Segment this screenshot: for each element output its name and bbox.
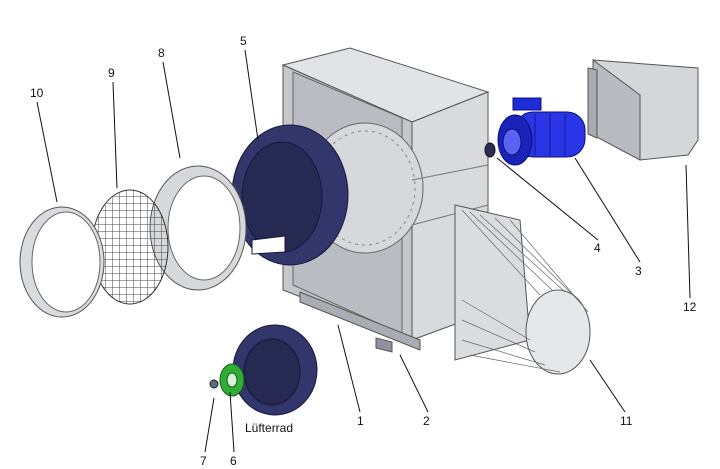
callout-8: 8 — [158, 46, 165, 60]
outlet-duct-part-12 — [587, 59, 699, 161]
base-rail-part-2 — [375, 337, 393, 353]
leader-lines — [36, 49, 691, 453]
impeller-label: Lüfterrad — [245, 421, 293, 435]
callout-5: 5 — [240, 34, 247, 48]
callout-11: 11 — [620, 414, 633, 428]
impeller-part-5 — [231, 124, 349, 266]
nut-part-7 — [209, 379, 219, 389]
coupling-part-4 — [484, 142, 496, 158]
callout-12: 12 — [683, 300, 697, 314]
callout-3: 3 — [635, 264, 642, 278]
callout-1: 1 — [357, 414, 364, 428]
inlet-cone-part-11 — [454, 204, 591, 375]
callout-4: 4 — [594, 241, 601, 255]
flange-ring-part-10 — [19, 206, 105, 318]
callout-9: 9 — [108, 66, 115, 80]
callout-6: 6 — [230, 454, 237, 468]
callout-2: 2 — [423, 414, 430, 428]
grille-part-9 — [91, 189, 169, 305]
callout-10: 10 — [30, 86, 44, 100]
motor-part-3 — [497, 97, 586, 166]
hub-part-6 — [219, 363, 245, 397]
small-impeller-luefterrad — [232, 324, 318, 416]
callout-7: 7 — [200, 454, 207, 468]
